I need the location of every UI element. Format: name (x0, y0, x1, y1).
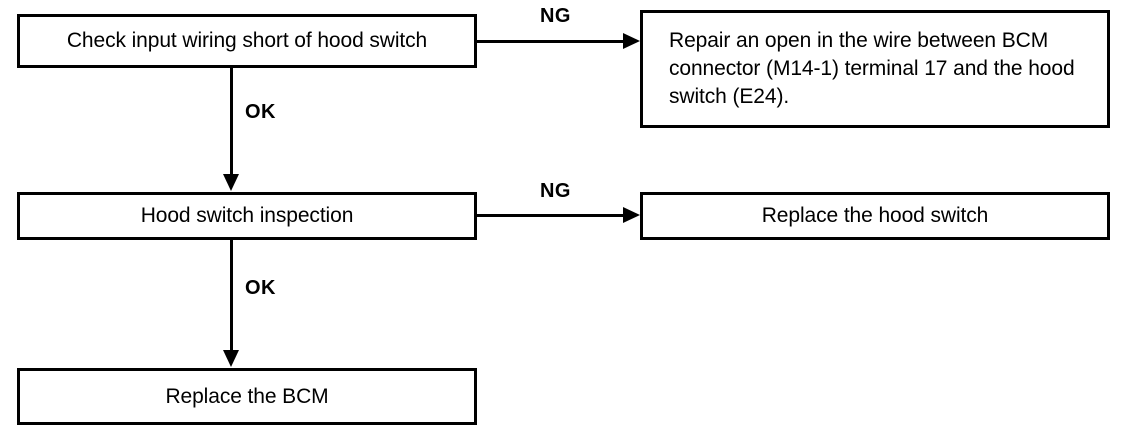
edge-ng-2-label: NG (540, 180, 571, 202)
edge-ok-1-label: OK (245, 101, 276, 123)
edge-ok-1-arrowhead (223, 174, 239, 191)
edge-ng-1-label: NG (540, 5, 571, 27)
node-repair-open-wire-label: Repair an open in the wire between BCM c… (669, 29, 1075, 108)
node-check-input-wiring[interactable]: Check input wiring short of hood switch (17, 14, 477, 68)
node-repair-open-wire[interactable]: Repair an open in the wire between BCM c… (640, 10, 1110, 128)
edge-ng-2-line (477, 214, 625, 217)
edge-ng-1-arrowhead (623, 33, 640, 49)
edge-ok-2-line (230, 240, 233, 352)
node-replace-hood-switch-label: Replace the hood switch (761, 204, 989, 228)
edge-ng-1-line (477, 40, 625, 43)
node-hood-switch-inspection[interactable]: Hood switch inspection (17, 192, 477, 240)
edge-ok-1-line (230, 68, 233, 176)
edge-ng-2-arrowhead (623, 207, 640, 223)
node-replace-hood-switch[interactable]: Replace the hood switch (640, 192, 1110, 240)
edge-ok-2-arrowhead (223, 350, 239, 367)
node-hood-switch-inspection-label: Hood switch inspection (140, 204, 354, 228)
node-check-input-wiring-label: Check input wiring short of hood switch (66, 29, 428, 53)
edge-ok-2-label: OK (245, 277, 276, 299)
node-replace-bcm[interactable]: Replace the BCM (17, 368, 477, 425)
node-replace-bcm-label: Replace the BCM (165, 384, 329, 408)
